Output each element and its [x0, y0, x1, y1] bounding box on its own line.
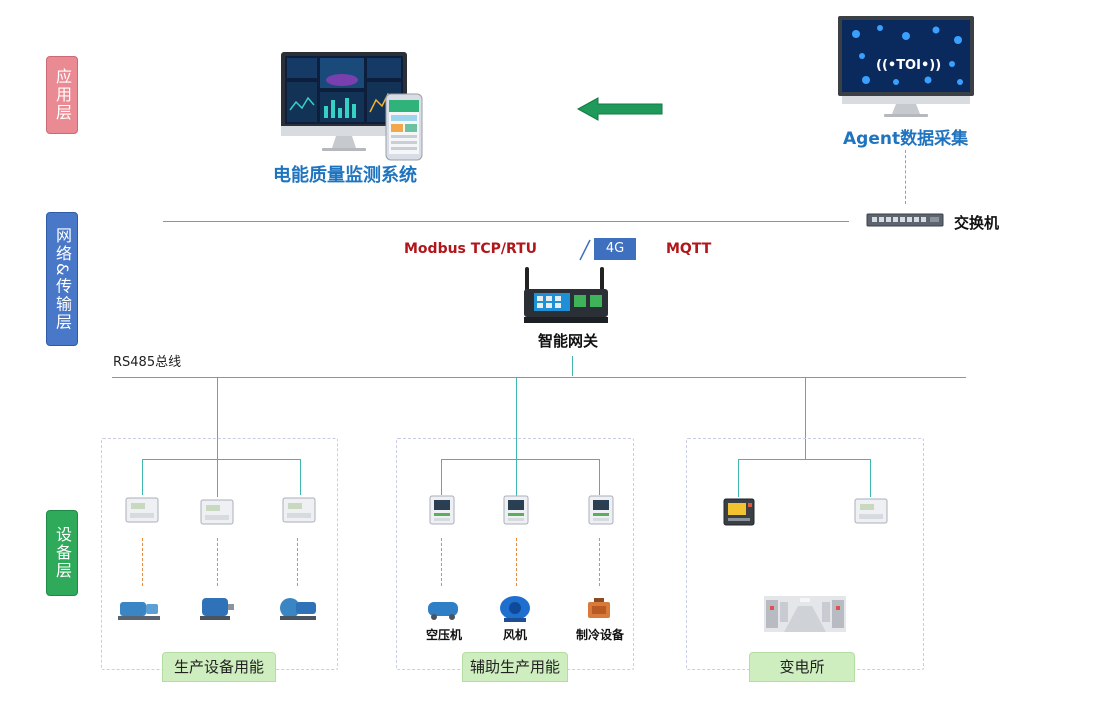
energy-meter-icon: [200, 499, 234, 525]
branch-line-auxiliary: [441, 459, 600, 460]
meter-device-link: [441, 538, 442, 586]
electric-motor-icon: [200, 598, 234, 620]
refrigeration-unit-icon: [588, 598, 610, 618]
group-label-auxiliary: 辅助生产用能: [462, 652, 568, 682]
rs485-bus-line: [112, 377, 966, 378]
branch-drop: [738, 459, 739, 497]
meter-device-link: [142, 538, 143, 586]
caption-fan: 风机: [502, 628, 527, 642]
switch-label: 交换机: [954, 214, 1000, 232]
branch-drop: [870, 459, 871, 497]
switch-device-icon: [866, 213, 944, 227]
branch-line-production: [142, 459, 301, 460]
energy-meter-icon: [282, 497, 316, 523]
air-compressor-icon: [428, 602, 458, 620]
gateway-router-icon: [524, 267, 608, 323]
layer-label-network: 网络&传输层: [46, 212, 78, 346]
gateway-label: 智能网关: [538, 332, 599, 350]
meter-device-link: [516, 538, 517, 586]
branch-drop: [217, 459, 218, 497]
device-group-production: [101, 438, 338, 670]
panel-meter-icon: [429, 495, 455, 525]
layer-label-application: 应用层: [46, 56, 78, 134]
group-label-production: 生产设备用能: [162, 652, 276, 682]
branch-drop: [516, 459, 517, 497]
drop-line-production: [217, 377, 218, 459]
drop-line-auxiliary: [516, 377, 517, 459]
caption-air-compressor: 空压机: [425, 628, 462, 642]
panel-meter-icon: [503, 495, 529, 525]
power-quality-analyzer-icon: [723, 498, 755, 526]
monitoring-system-title: 电能质量监测系统: [273, 165, 417, 186]
monitoring-dashboard-illustration: [281, 52, 423, 161]
gateway-bus-link: [572, 356, 573, 376]
panel-meter-icon: [588, 495, 614, 525]
meter-device-link: [599, 538, 600, 586]
blower-fan-icon: [500, 596, 530, 622]
pump-motor-icon: [118, 602, 160, 620]
agent-switch-connector: [905, 150, 906, 204]
meter-device-link: [217, 538, 218, 586]
arrow-left-icon: [576, 97, 663, 121]
branch-drop: [599, 459, 600, 495]
branch-line-substation: [738, 459, 871, 460]
device-group-substation: [686, 438, 924, 670]
group-label-substation: 变电所: [749, 652, 855, 682]
badge-4g: 4G: [594, 238, 636, 260]
agent-monitor-illustration: [838, 16, 974, 117]
agent-title: Agent数据采集: [843, 129, 969, 149]
network-line: [163, 221, 849, 222]
caption-refrigeration: 制冷设备: [575, 628, 624, 642]
branch-drop: [142, 459, 143, 495]
protocol-modbus: Modbus TCP/RTU: [404, 241, 538, 257]
protocol-mqtt: MQTT: [666, 241, 712, 257]
meter-device-link: [297, 538, 298, 586]
rs485-bus-label: RS485总线: [113, 355, 182, 370]
energy-meter-icon: [125, 497, 159, 523]
slash-divider: [579, 239, 591, 261]
layer-label-device: 设备层: [46, 510, 78, 596]
branch-drop: [441, 459, 442, 495]
energy-meter-icon: [854, 498, 888, 524]
branch-drop: [300, 459, 301, 495]
drop-line-substation: [805, 377, 806, 459]
pump-unit-icon: [280, 598, 316, 620]
substation-room-image: [764, 596, 846, 632]
toi-logo: ((•TOI•)): [876, 58, 942, 73]
